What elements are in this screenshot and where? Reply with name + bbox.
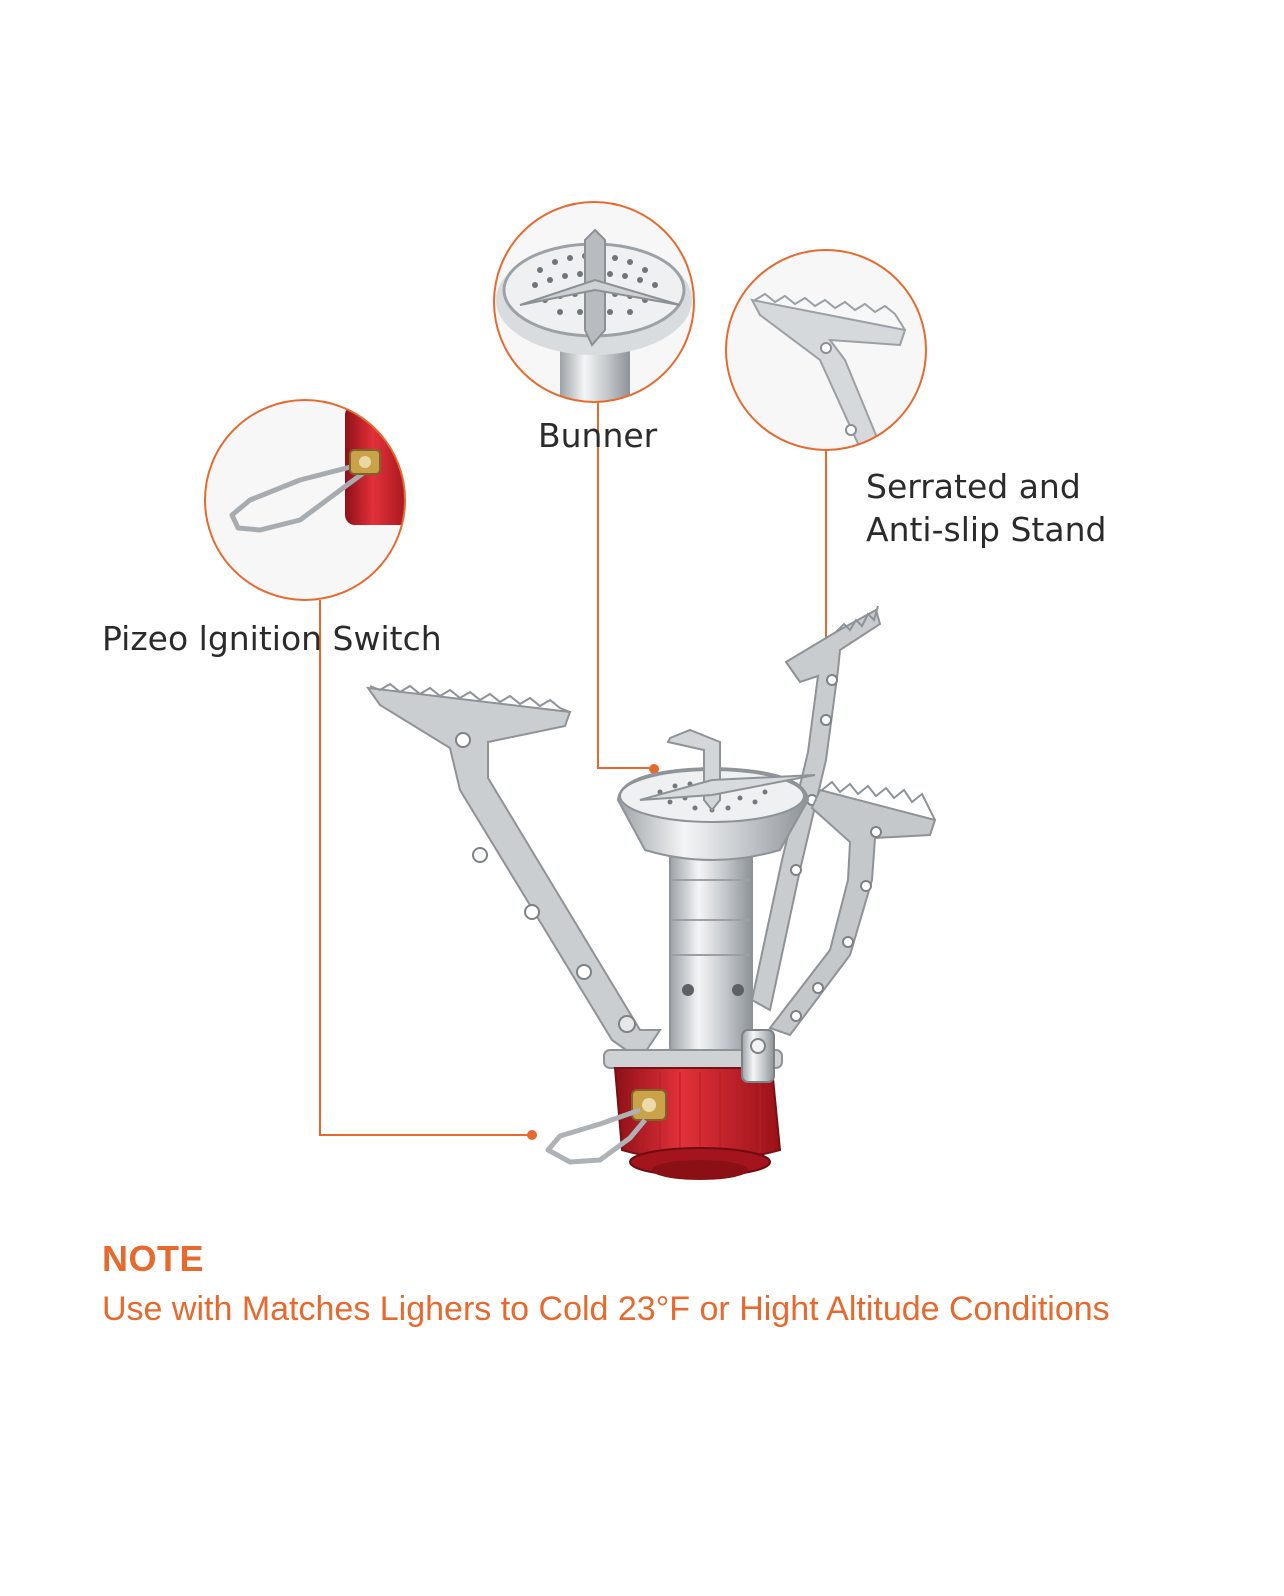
burner-detail-circle — [493, 201, 695, 403]
stove-main — [365, 605, 937, 1180]
note-text: Use with Matches Lighers to Cold 23°F or… — [102, 1290, 1110, 1328]
stand-label-line1: Serrated and — [866, 467, 1081, 506]
burner-label: Bunner — [538, 416, 658, 455]
ignition-label: Pizeo lgnition Switch — [102, 619, 442, 658]
ignition-detail-circle — [204, 399, 406, 601]
note-title: NOTE — [102, 1238, 205, 1279]
stand-detail-circle — [725, 249, 927, 451]
stand-label-line2: Anti-slip Stand — [866, 510, 1107, 549]
leader-lines — [319, 402, 827, 1136]
